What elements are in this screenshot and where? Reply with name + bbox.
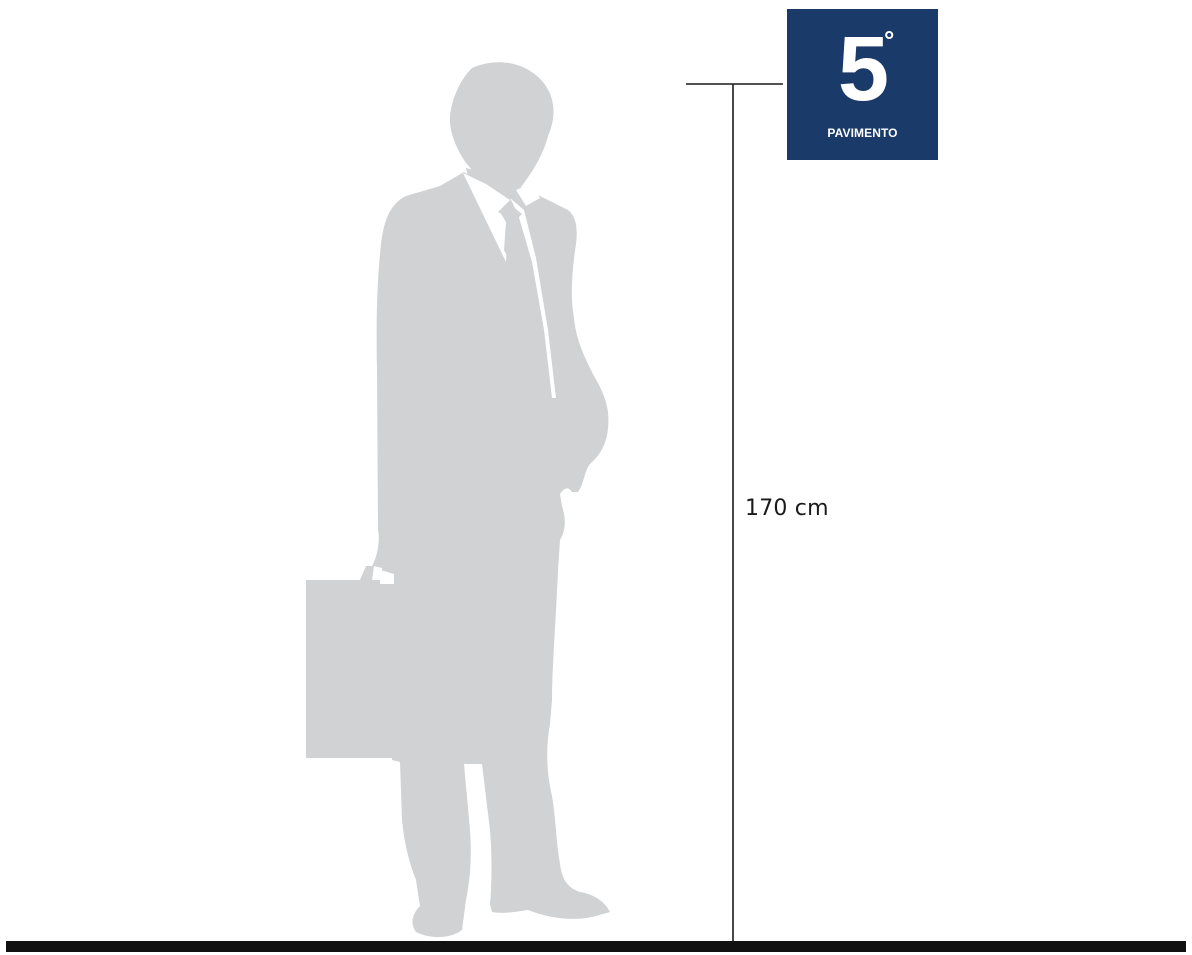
briefcase-icon (306, 566, 398, 758)
briefcase-body (306, 580, 398, 758)
head-shape (450, 62, 554, 192)
ground-line (6, 941, 1186, 952)
coat-shape (366, 172, 610, 937)
floor-caption: PAVIMENTO (787, 126, 938, 140)
floor-degree-symbol: ° (884, 27, 894, 53)
height-label: 170 cm (745, 496, 829, 521)
businessman-silhouette-icon (306, 62, 610, 937)
floor-sign: 5 ° PAVIMENTO (787, 9, 938, 160)
floor-number: 5 (787, 23, 938, 115)
briefcase-handle (360, 566, 374, 580)
